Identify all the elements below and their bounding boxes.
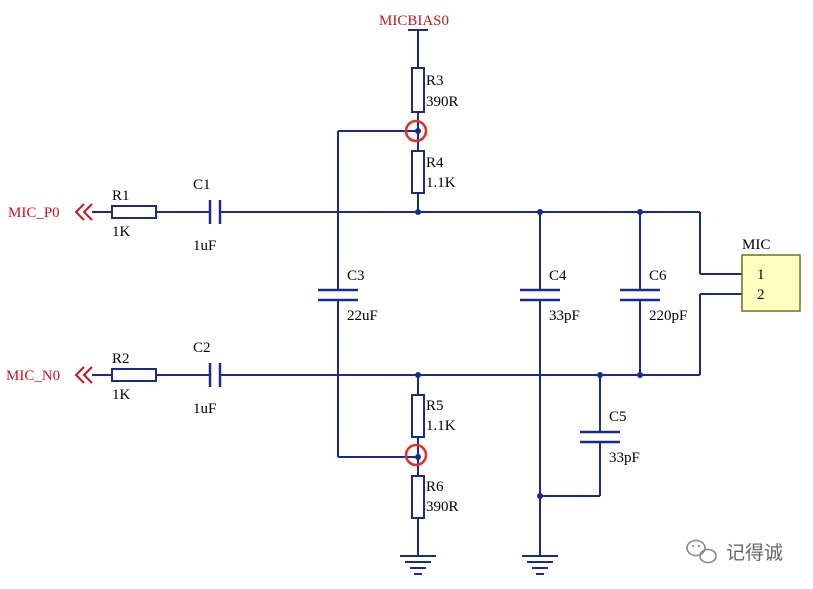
capacitor-c3 [318,288,358,302]
r6-value: 390R [426,499,459,515]
mic-pin-1: 1 [757,267,765,283]
c6-value: 220pF [649,308,687,324]
capacitor-c4 [520,288,560,302]
r3-value: 390R [426,94,459,110]
c3-ref: C3 [347,268,365,284]
junction-dot [415,454,421,460]
c1-ref: C1 [193,177,211,193]
resistor-r2 [111,368,157,382]
resistor-r5 [411,394,425,438]
net-connector-p-icon [74,203,93,221]
r5-value: 1.1K [426,418,456,434]
c1-value: 1uF [193,238,216,254]
junction-dot [637,372,643,378]
junction-dot [415,209,421,215]
ground-symbol-right [522,555,558,575]
r1-ref: R1 [112,188,130,204]
r2-ref: R2 [112,351,130,367]
net-label-mic-n: MIC_N0 [6,368,60,384]
capacitor-c2 [208,363,222,387]
c5-value: 33pF [609,450,640,466]
net-label-mic-p: MIC_P0 [8,205,60,221]
r4-ref: R4 [426,155,444,171]
net-label-micbias: MICBIAS0 [379,13,449,29]
highlight-circle-top [404,119,428,143]
r5-ref: R5 [426,398,444,414]
resistor-r4 [411,150,425,194]
c4-value: 33pF [549,308,580,324]
junction-dot [537,209,543,215]
resistor-r1 [111,205,157,219]
net-connector-n-icon [74,366,93,384]
capacitor-c1 [208,200,222,224]
wires [92,29,742,555]
c3-value: 22uF [347,308,378,324]
watermark-text: 记得诚 [726,542,783,564]
highlight-circle-bottom [404,443,428,467]
c2-ref: C2 [193,340,211,356]
mic-ref: MIC [742,237,770,253]
junction-dot [637,209,643,215]
resistor-r6 [411,475,425,519]
c5-ref: C5 [609,409,627,425]
junction-dot [597,372,603,378]
mic-connector [741,254,801,312]
c6-ref: C6 [649,268,667,284]
r3-ref: R3 [426,73,444,89]
r2-value: 1K [112,387,131,403]
r1-value: 1K [112,224,131,240]
c4-ref: C4 [549,268,567,284]
mic-pin-2: 2 [757,287,765,303]
capacitor-c6 [620,288,660,302]
c2-value: 1uF [193,401,216,417]
resistor-r3 [411,67,425,113]
ground-symbol-left [400,555,436,575]
r4-value: 1.1K [426,175,456,191]
capacitor-c5 [580,430,620,444]
junction-dot [415,128,421,134]
wechat-icon [686,539,717,564]
junction-dot [537,493,543,499]
r6-ref: R6 [426,479,444,495]
junction-dot [415,372,421,378]
junctions [415,128,643,499]
